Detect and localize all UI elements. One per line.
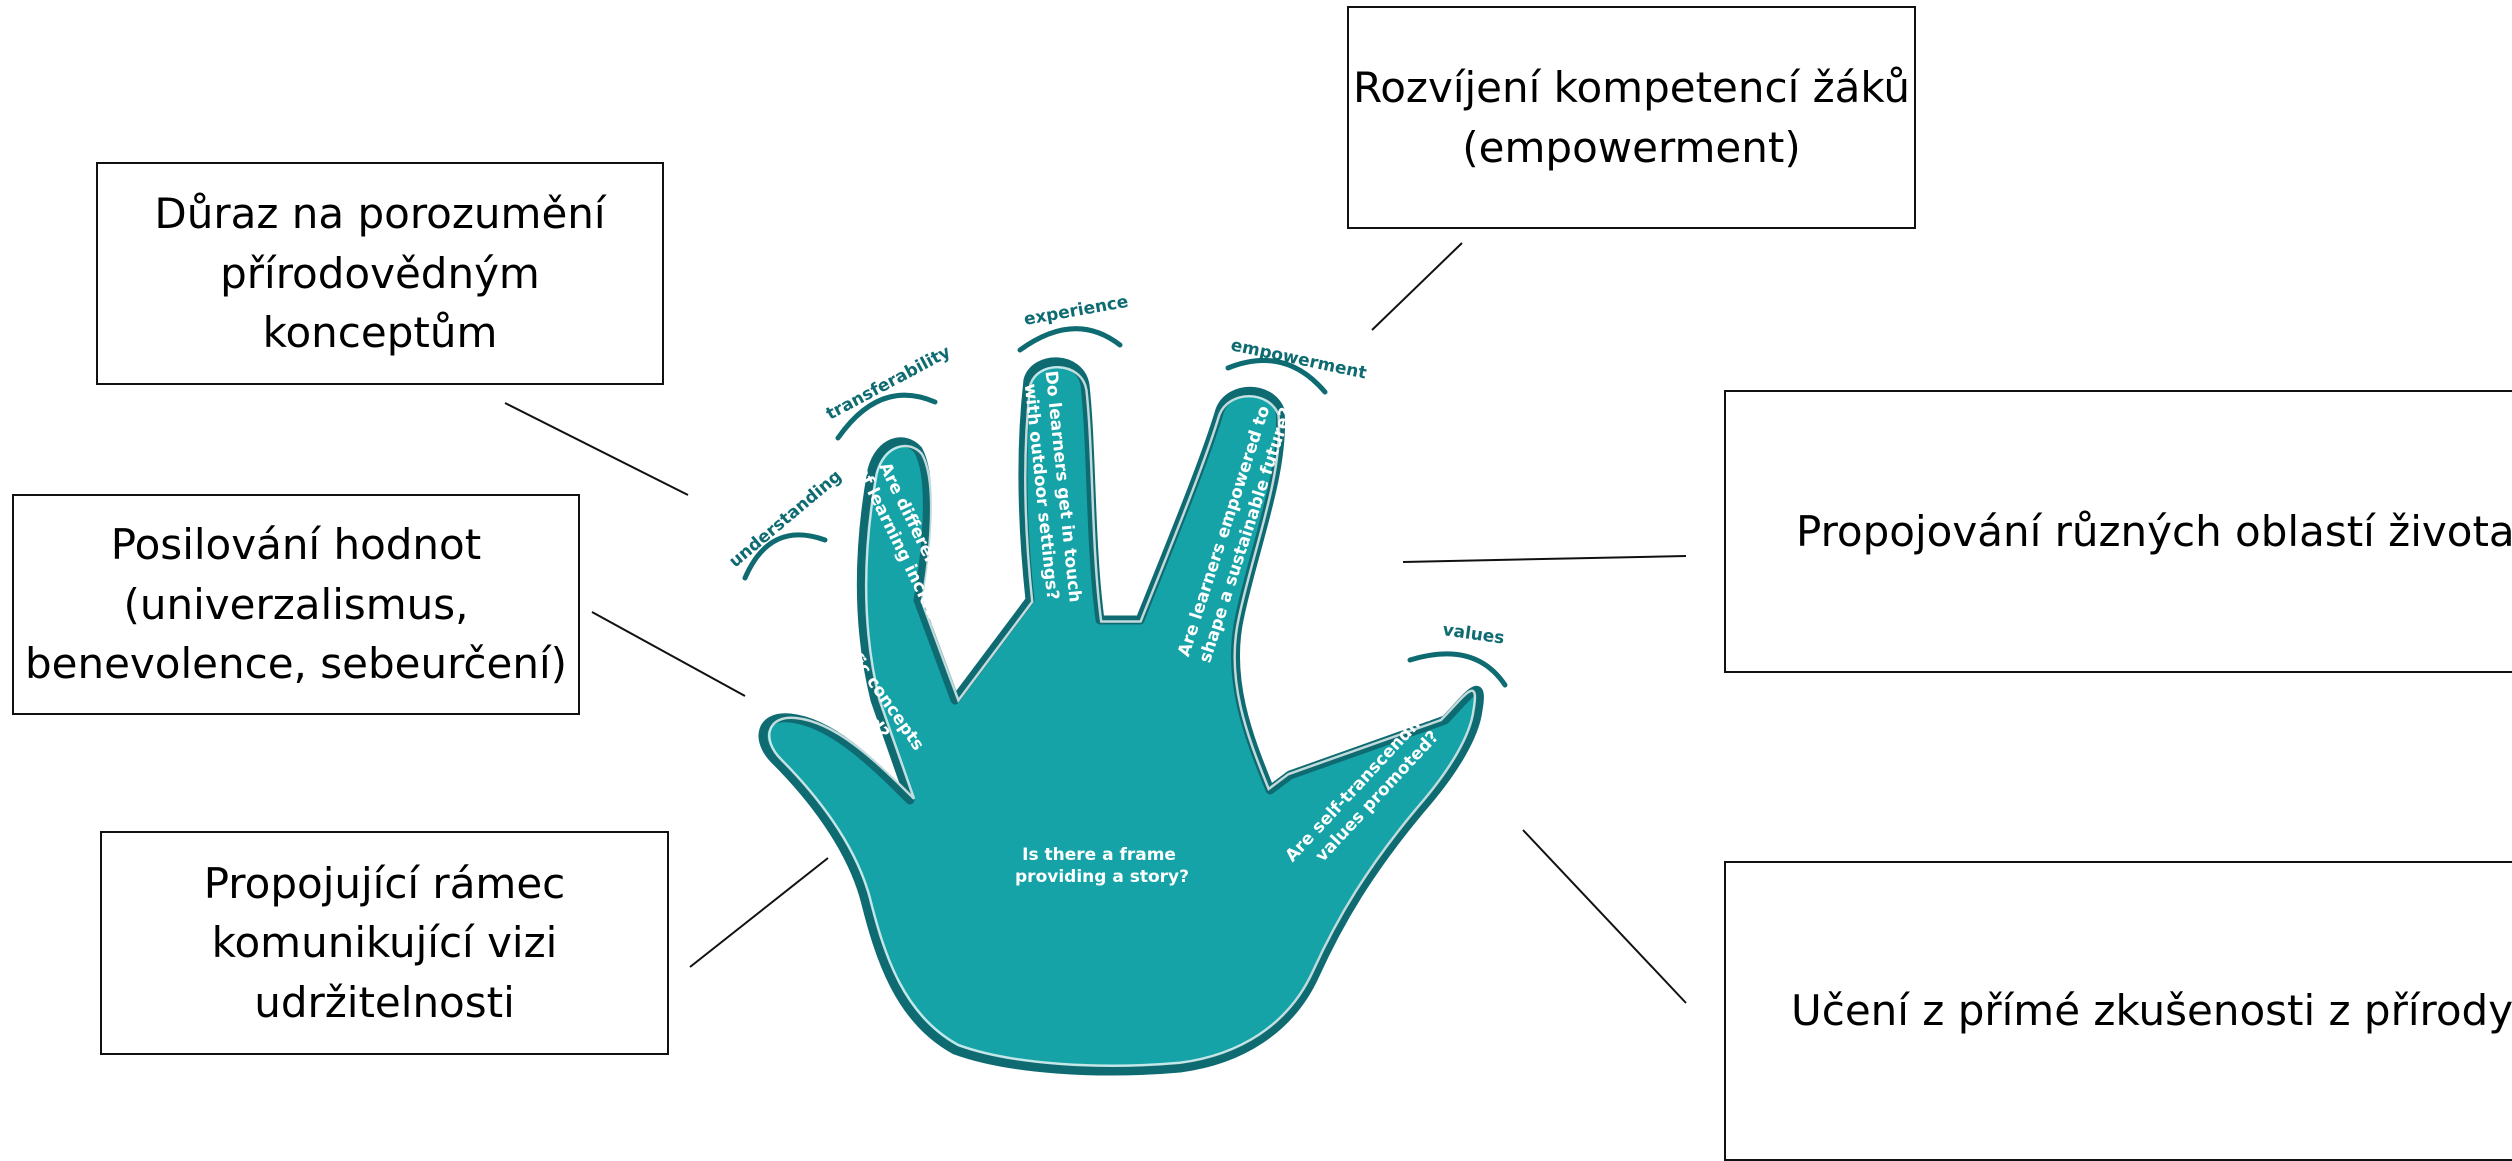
arc-values — [1407, 651, 1508, 688]
connector-nature-experience — [1522, 829, 1687, 1004]
box-frame: Propojující rámec komunikující vizi udrž… — [100, 831, 669, 1055]
arc-empowerment — [1225, 358, 1328, 395]
connector-frame — [689, 857, 829, 968]
connector-empowerment — [1371, 242, 1463, 331]
box-understanding-concepts: Důraz na porozumění přírodovědným koncep… — [96, 162, 664, 385]
connector-values — [591, 611, 746, 697]
question-palm: Is there a frame providing a story? — [1015, 845, 1189, 887]
box-nature-experience: Učení z přímé zkušenosti z přírody — [1724, 861, 2512, 1161]
box-empowerment: Rozvíjení kompetencí žáků (empowerment) — [1347, 6, 1916, 229]
connector-understanding — [504, 402, 689, 496]
box-values: Posilování hodnot (univerzalismus, benev… — [12, 494, 580, 715]
hand-inner-outline — [768, 366, 1477, 1067]
arc-understanding — [742, 532, 828, 581]
label-understanding: understanding — [725, 466, 845, 572]
connector-life-areas — [1402, 555, 1687, 563]
label-values: values — [1441, 620, 1505, 648]
label-transferability: transferability — [823, 342, 954, 424]
label-experience: experience — [1022, 292, 1130, 330]
arc-transferability — [835, 392, 938, 441]
arc-experience — [1017, 326, 1123, 353]
box-life-areas: Propojování různých oblastí života — [1724, 390, 2512, 673]
